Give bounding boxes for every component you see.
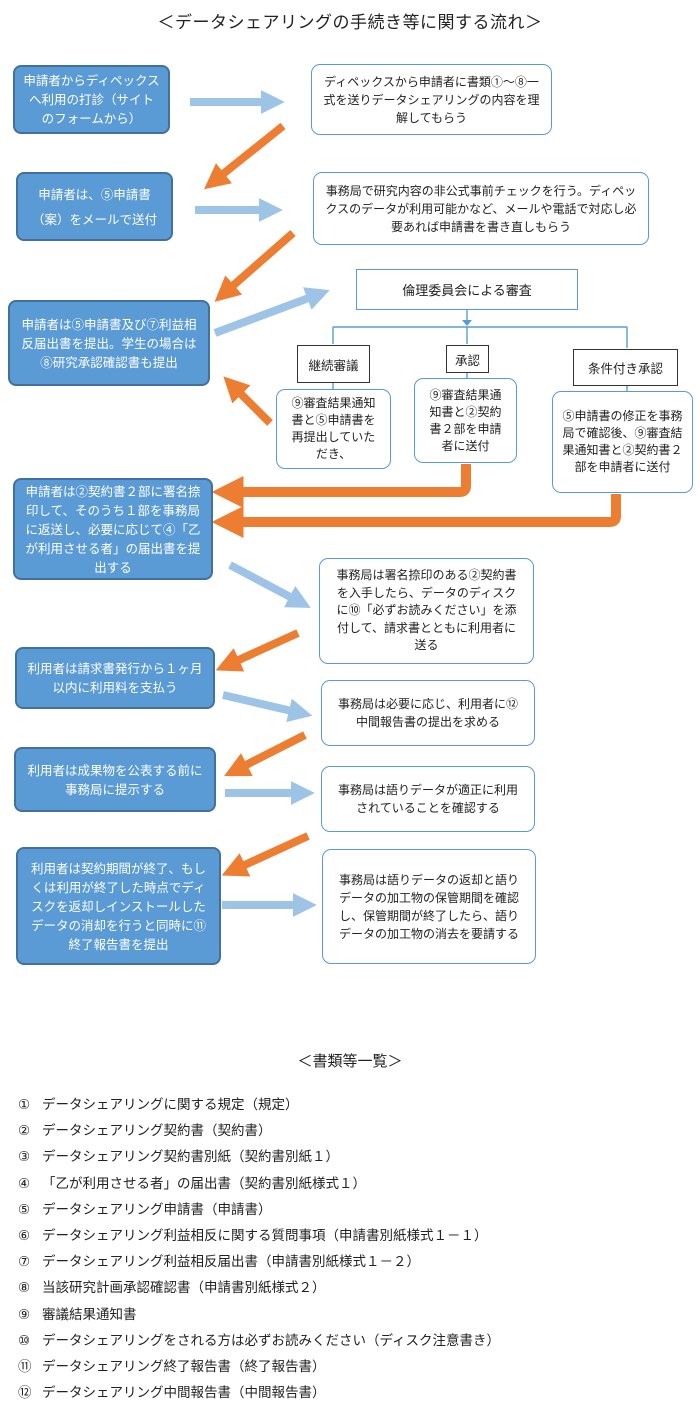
page-title: ＜データシェアリングの手続き等に関する流れ＞	[157, 13, 543, 33]
list-item: ④「乙が利用させる者」の届出書（契約書別紙様式１）	[18, 1175, 366, 1192]
note-conditional: ⑤申請書の修正を事務局で確認後、⑨審査結果通知書と②契約書２部を申請者に送付	[552, 391, 693, 493]
tree-stem-head	[462, 320, 472, 326]
ethics-committee-review: 倫理委員会による審査	[356, 269, 578, 310]
decision-conditional: 条件付き承認	[573, 349, 678, 386]
step-applicant-draft: 申請者は、⑤申請書（案）をメールで送付	[16, 172, 173, 241]
documents-title: ＜書類等一覧＞	[297, 1052, 403, 1070]
decision-approved: 承認	[446, 345, 489, 373]
arrow-orange-conditional	[211, 494, 621, 539]
arrow-right-5	[222, 691, 313, 723]
decision-continued: 継続審議	[297, 345, 370, 383]
arrow-orange-2	[214, 229, 296, 302]
arrow-orange-3	[223, 376, 273, 426]
step-user-end: 利用者は契約期間が終了、もしくは利用が終了した時点でディスクを返却しインストール…	[16, 847, 221, 965]
step-applicant-inquiry: 申請者からディペックスへ利用の打診（サイトのフォームから）	[13, 65, 170, 134]
step-applicant-contract: 申請者は②契約書２部に署名捺印して、そのうち１部を事務局に返送し、必要に応じて④…	[13, 478, 213, 580]
step-applicant-submit: 申請者は⑤申請書及び⑦利益相反届出書を提出。学生の場合は⑧研究承認確認書も提出	[8, 300, 210, 386]
arrow-right-3	[213, 287, 330, 337]
step-dipex-send-docs: ディペックスから申請者に書類①～⑧一式を送りデータシェアリングの内容を理解しても…	[311, 64, 552, 135]
arrow-orange-5	[224, 731, 307, 777]
arrow-orange-approval	[211, 464, 471, 509]
step-office-precheck: 事務局で研究内容の非公式事前チェックを行う。ディペックスのデータが利用可能かなど…	[313, 172, 649, 245]
arrow-orange-1	[204, 122, 286, 190]
step-office-confirm: 事務局は語りデータが適正に利用されていることを確認する	[321, 766, 535, 832]
step-office-deletion: 事務局は語りデータの返却と語りデータの加工物の保管期間を確認し、保管期間が終了し…	[322, 849, 536, 964]
flow-arrows	[190, 90, 628, 917]
arrow-orange-4	[215, 629, 300, 672]
arrow-orange-6	[221, 832, 310, 877]
arrow-right-4	[228, 561, 311, 608]
step-user-payment: 利用者は請求書発行から１ヶ月以内に利用料を支払う	[15, 647, 215, 709]
note-continued: ⑨審査結果通知書と⑤申請書を再提出していただき、	[276, 389, 391, 469]
note-approved: ⑨審査結果通知書と②契約書２部を申請者に送付	[414, 378, 517, 463]
step-office-send-disk: 事務局は署名捺印のある②契約書を入手したら、データのディスクに⑩「必ずお読みくだ…	[319, 558, 534, 664]
step-user-publish: 利用者は成果物を公表する前に事務局に提示する	[14, 747, 216, 812]
step-office-interim: 事務局は必要に応じ、利用者に⑫中間報告書の提出を求める	[321, 680, 535, 746]
